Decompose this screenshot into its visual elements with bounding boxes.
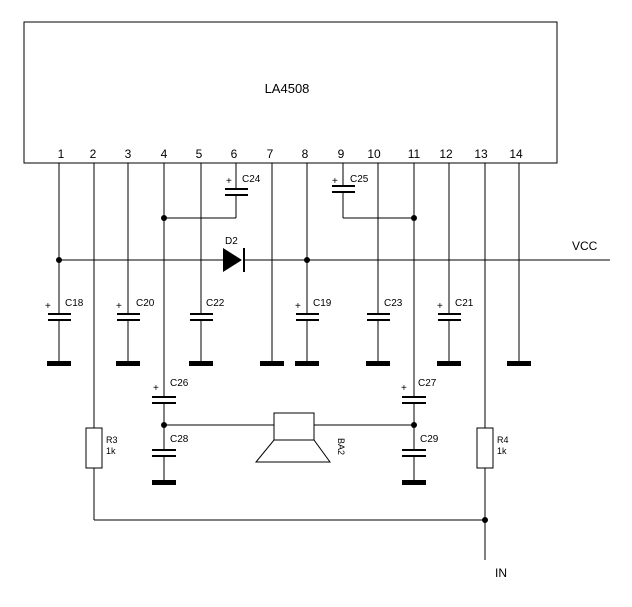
diode-symbol	[223, 248, 242, 272]
input-label: IN	[495, 566, 507, 580]
ground-symbol	[402, 480, 426, 485]
r3-value: 1k	[106, 446, 116, 456]
pin-7: 7	[267, 147, 274, 161]
pin-10: 10	[367, 147, 381, 161]
pin-3: 3	[125, 147, 132, 161]
c27-label: C27	[418, 378, 437, 389]
pin-9: 9	[338, 147, 345, 161]
ground-symbol	[189, 361, 213, 366]
resistor-body	[85, 427, 103, 469]
capacitor-c26: + C26	[152, 378, 189, 449]
c18-label: C18	[65, 298, 84, 309]
resistor-body	[476, 427, 494, 469]
c28-label: C28	[170, 434, 189, 445]
c23-label: C23	[384, 298, 403, 309]
resistor-r4: R4 1k	[476, 163, 509, 560]
capacitor-c23: C23	[366, 163, 403, 366]
speaker-ba2: BA2	[254, 412, 346, 463]
svg-text:+: +	[401, 383, 407, 394]
r4-name: R4	[497, 435, 509, 445]
c29-label: C29	[420, 434, 439, 445]
ground-symbol	[152, 480, 176, 485]
speaker-cone	[254, 439, 331, 463]
junction-dot	[482, 517, 488, 523]
pin-12: 12	[439, 147, 453, 161]
ic-la4508: LA4508	[23, 21, 558, 164]
svg-text:+: +	[226, 176, 232, 187]
c26-label: C26	[170, 378, 189, 389]
pin-14-ground	[507, 163, 531, 366]
pin-2: 2	[90, 147, 97, 161]
capacitor-c22: C22	[189, 163, 225, 366]
pin-11: 11	[408, 147, 421, 161]
capacitor-c28: C28	[152, 422, 189, 485]
c19-label: C19	[313, 298, 332, 309]
resistor-r3: R3 1k	[85, 163, 118, 520]
capacitor-c18: + C18	[45, 163, 84, 366]
capacitor-c24: + C24	[161, 163, 261, 396]
speaker-label: BA2	[336, 438, 346, 455]
c21-label: C21	[455, 298, 474, 309]
r3-name: R3	[106, 435, 118, 445]
pin-7-ground	[260, 163, 284, 366]
vcc-label: VCC	[572, 239, 598, 253]
junction-dot	[161, 215, 167, 221]
capacitor-c21: + C21	[437, 163, 474, 366]
capacitor-c29: C29	[402, 422, 439, 485]
svg-text:+: +	[45, 301, 51, 312]
c25-label: C25	[350, 174, 369, 185]
svg-text:+: +	[332, 176, 338, 187]
c22-label: C22	[206, 298, 225, 309]
ic-body	[23, 21, 558, 164]
diode-label: D2	[225, 236, 238, 247]
svg-text:+: +	[437, 301, 443, 312]
input-net: IN	[94, 517, 507, 580]
pin-13: 13	[474, 147, 488, 161]
junction-dot	[411, 422, 417, 428]
ground-symbol	[507, 361, 531, 366]
pin-1: 1	[58, 147, 65, 161]
pin-8: 8	[302, 147, 309, 161]
ground-symbol	[295, 361, 319, 366]
pin-5: 5	[196, 147, 203, 161]
speaker-magnet	[273, 412, 315, 441]
pin-14: 14	[509, 147, 523, 161]
capacitor-c19: + C19	[295, 163, 332, 366]
pin-6: 6	[231, 147, 238, 161]
diode-d2: D2	[223, 236, 245, 272]
ground-symbol	[366, 361, 390, 366]
svg-text:+: +	[295, 301, 301, 312]
c20-label: C20	[136, 298, 155, 309]
ground-symbol	[116, 361, 140, 366]
svg-text:+: +	[153, 383, 159, 394]
svg-text:+: +	[116, 301, 122, 312]
vcc-rail: VCC	[56, 239, 610, 263]
pin-4: 4	[161, 147, 168, 161]
ground-symbol	[260, 361, 284, 366]
r4-value: 1k	[497, 446, 507, 456]
capacitor-c20: + C20	[116, 163, 155, 366]
pin-numbers: 1 2 3 4 5 6 7 8 9 10 11 12 13 14	[58, 147, 523, 161]
ground-symbol	[47, 361, 71, 366]
ground-symbol	[437, 361, 461, 366]
c24-label: C24	[242, 174, 261, 185]
ic-name: LA4508	[265, 81, 310, 96]
